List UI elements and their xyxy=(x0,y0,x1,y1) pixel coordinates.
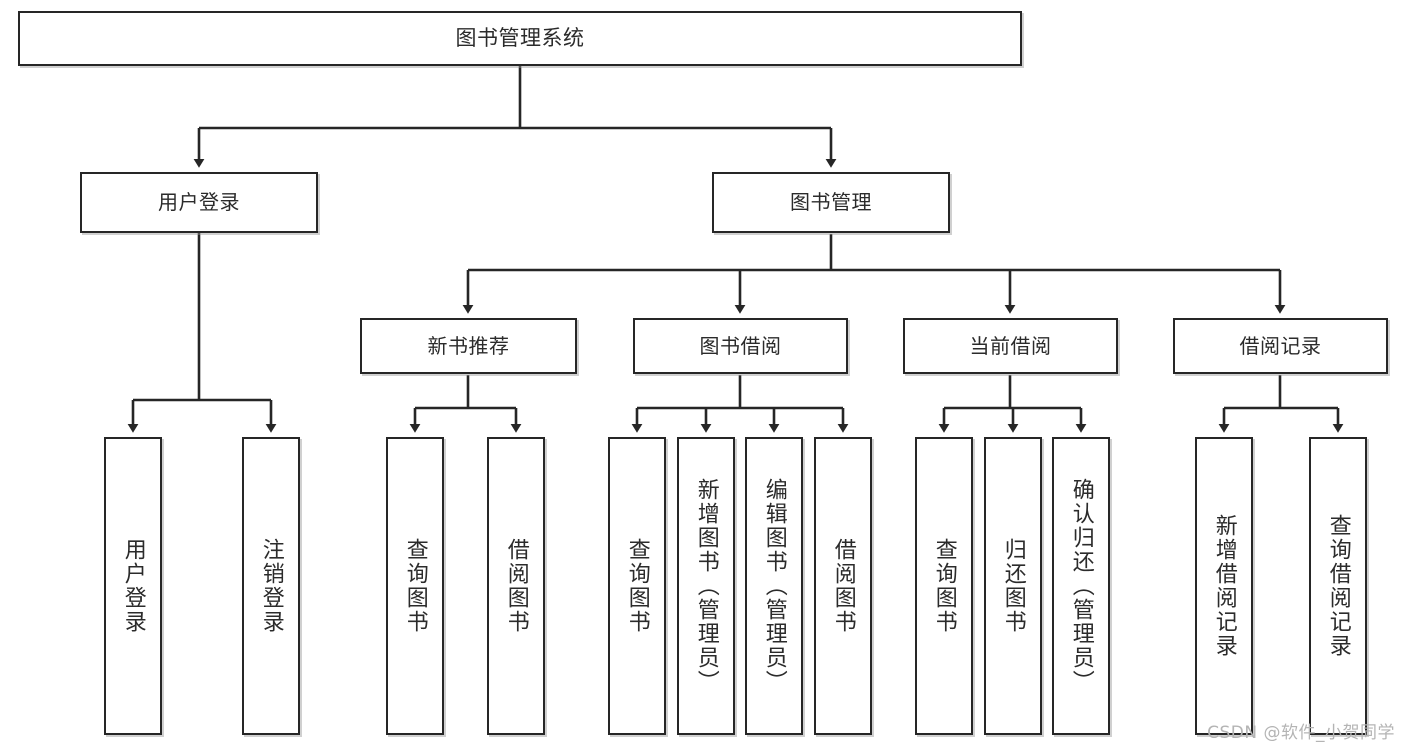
node-label: 新书推荐 xyxy=(427,333,510,358)
leaf-book-borrow-add-book-admin[interactable]: 新增图书（管理员） xyxy=(677,437,735,735)
node-label: 新增图书（管理员） xyxy=(693,478,719,694)
node-label: 借阅图书 xyxy=(503,538,529,634)
node-label: 查询图书 xyxy=(402,538,428,634)
node-label: 确认归还（管理员） xyxy=(1068,478,1094,694)
node-label: 图书管理系统 xyxy=(455,25,585,50)
leaf-user-login-login[interactable]: 用户登录 xyxy=(104,437,162,735)
node-label: 借阅记录 xyxy=(1239,333,1322,358)
node-label: 图书管理 xyxy=(790,190,872,215)
node-current-borrow[interactable]: 当前借阅 xyxy=(903,318,1118,374)
leaf-book-borrow-query-book[interactable]: 查询图书 xyxy=(608,437,666,735)
node-label: 图书借阅 xyxy=(699,333,782,358)
node-user-login[interactable]: 用户登录 xyxy=(80,172,318,233)
leaf-current-borrow-query-book[interactable]: 查询图书 xyxy=(915,437,973,735)
node-label: 编辑图书（管理员） xyxy=(761,478,787,694)
leaf-current-borrow-confirm-return-admin[interactable]: 确认归还（管理员） xyxy=(1052,437,1110,735)
leaf-current-borrow-return-book[interactable]: 归还图书 xyxy=(984,437,1042,735)
watermark-text: CSDN @软件_小贺同学 xyxy=(1207,723,1395,743)
node-label: 注销登录 xyxy=(258,538,284,634)
node-root-book-management-system[interactable]: 图书管理系统 xyxy=(18,11,1022,66)
leaf-borrow-record-query-record[interactable]: 查询借阅记录 xyxy=(1309,437,1367,735)
leaf-book-borrow-borrow-book[interactable]: 借阅图书 xyxy=(814,437,872,735)
node-label: 借阅图书 xyxy=(830,538,856,634)
node-label: 新增借阅记录 xyxy=(1211,514,1237,658)
node-book-borrow[interactable]: 图书借阅 xyxy=(633,318,848,374)
node-label: 归还图书 xyxy=(1000,538,1026,634)
node-label: 用户登录 xyxy=(158,190,240,215)
leaf-borrow-record-add-record[interactable]: 新增借阅记录 xyxy=(1195,437,1253,735)
node-borrow-record[interactable]: 借阅记录 xyxy=(1173,318,1388,374)
node-label: 当前借阅 xyxy=(969,333,1052,358)
node-label: 查询借阅记录 xyxy=(1325,514,1351,658)
leaf-new-book-query-book[interactable]: 查询图书 xyxy=(386,437,444,735)
node-label: 查询图书 xyxy=(931,538,957,634)
leaf-book-borrow-edit-book-admin[interactable]: 编辑图书（管理员） xyxy=(745,437,803,735)
node-label: 用户登录 xyxy=(120,538,146,634)
leaf-user-login-logout[interactable]: 注销登录 xyxy=(242,437,300,735)
node-label: 查询图书 xyxy=(624,538,650,634)
node-new-book-recommend[interactable]: 新书推荐 xyxy=(360,318,577,374)
node-book-management[interactable]: 图书管理 xyxy=(712,172,950,233)
leaf-new-book-borrow-book[interactable]: 借阅图书 xyxy=(487,437,545,735)
